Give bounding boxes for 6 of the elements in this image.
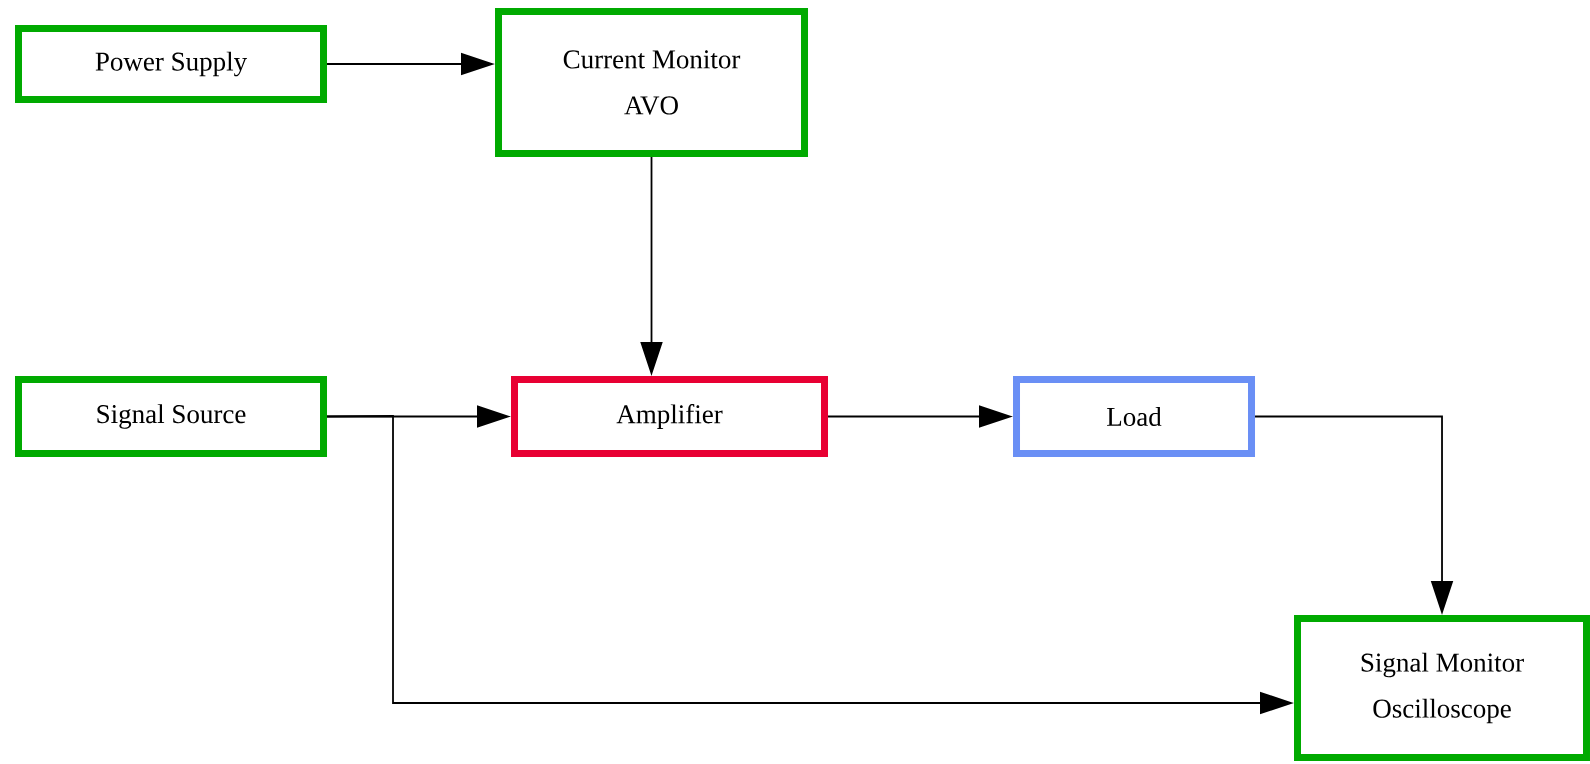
block-box: Signal Source — [15, 376, 327, 457]
block-box: Amplifier — [511, 376, 828, 457]
block-box: Power Supply — [15, 25, 327, 103]
block-box: Current Monitor AVO — [495, 8, 808, 157]
block-box: Signal Monitor Oscilloscope — [1294, 615, 1590, 761]
block-box: Load — [1013, 376, 1255, 457]
